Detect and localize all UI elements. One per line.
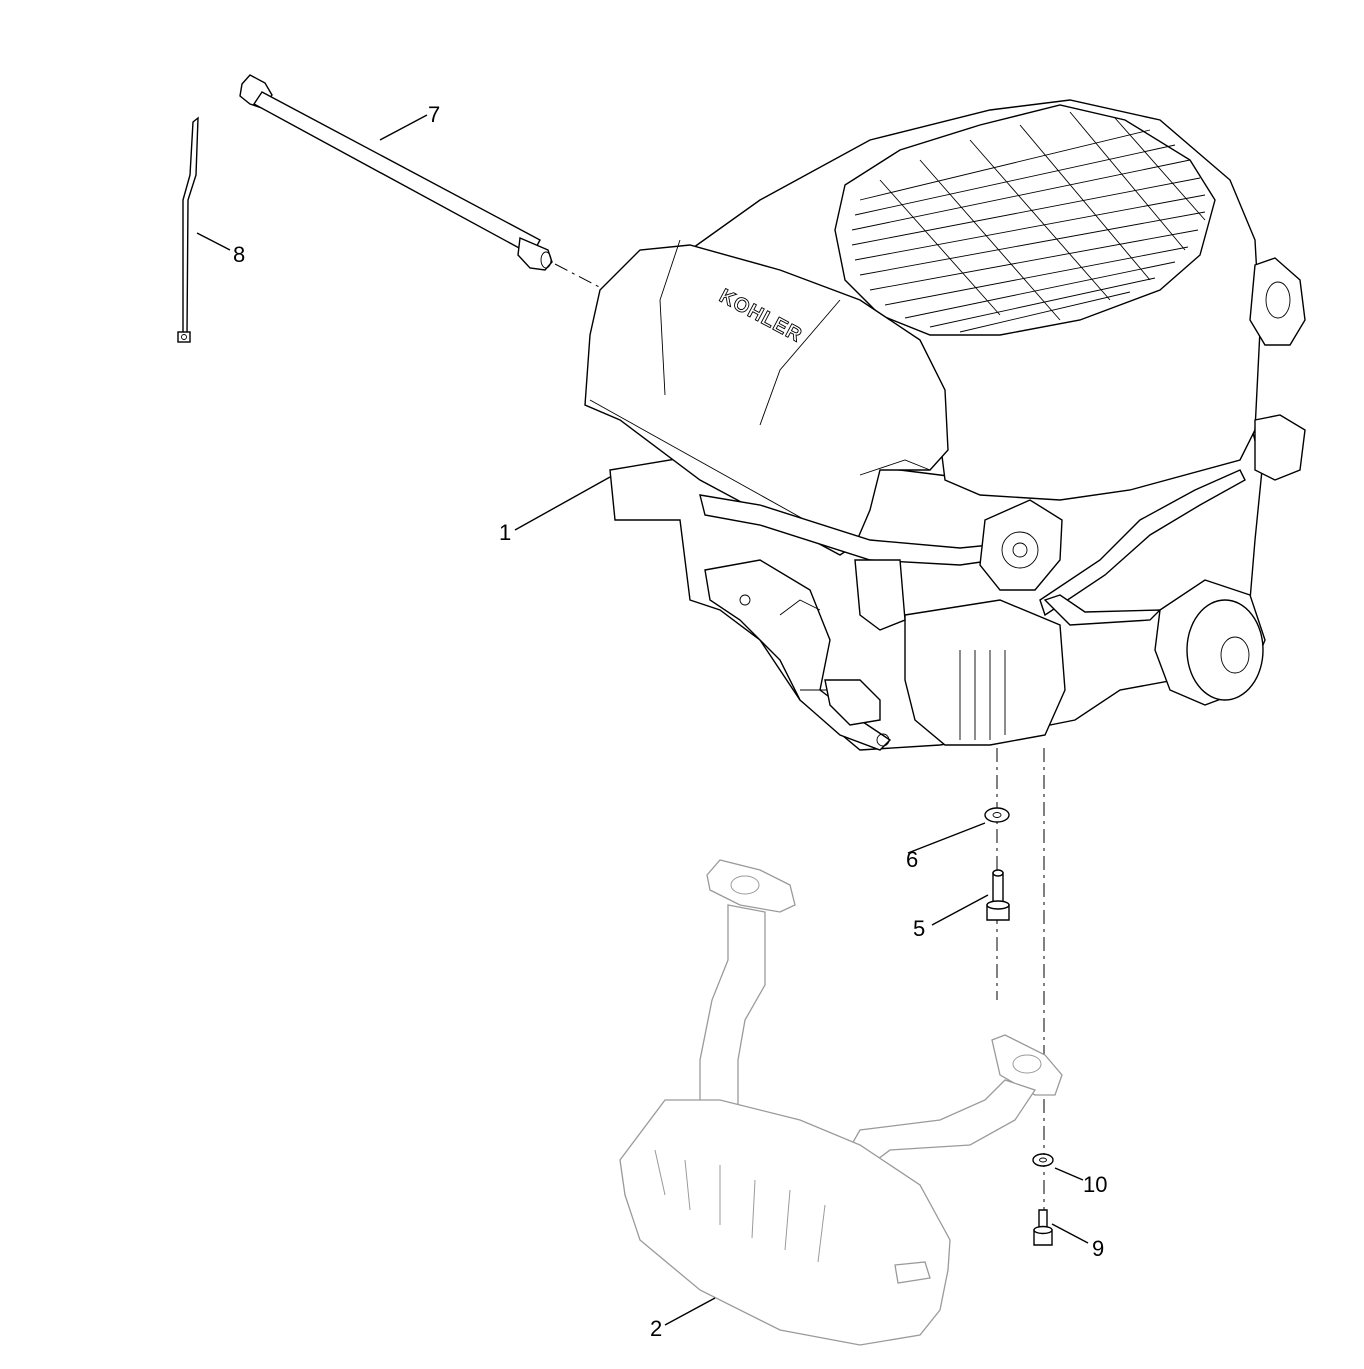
dipstick-tube-part xyxy=(239,74,606,291)
engine-part: KOHLER xyxy=(584,99,1306,751)
callout-5: 5 xyxy=(913,916,925,941)
callout-9: 9 xyxy=(1092,1236,1104,1261)
callout-8: 8 xyxy=(233,242,245,267)
callout-2: 2 xyxy=(650,1316,662,1341)
callout-10: 10 xyxy=(1083,1172,1107,1197)
washer-part xyxy=(984,807,1010,823)
cable-tie-part xyxy=(177,116,199,343)
muffler-part xyxy=(619,859,1063,1346)
bolt-part xyxy=(986,869,1010,921)
small-washer-part xyxy=(1032,1153,1054,1167)
callout-6: 6 xyxy=(906,847,918,872)
callout-7: 7 xyxy=(428,102,440,127)
small-bolt-part xyxy=(1033,1209,1053,1246)
leader-lines xyxy=(196,114,1089,1326)
callout-1: 1 xyxy=(499,520,511,545)
